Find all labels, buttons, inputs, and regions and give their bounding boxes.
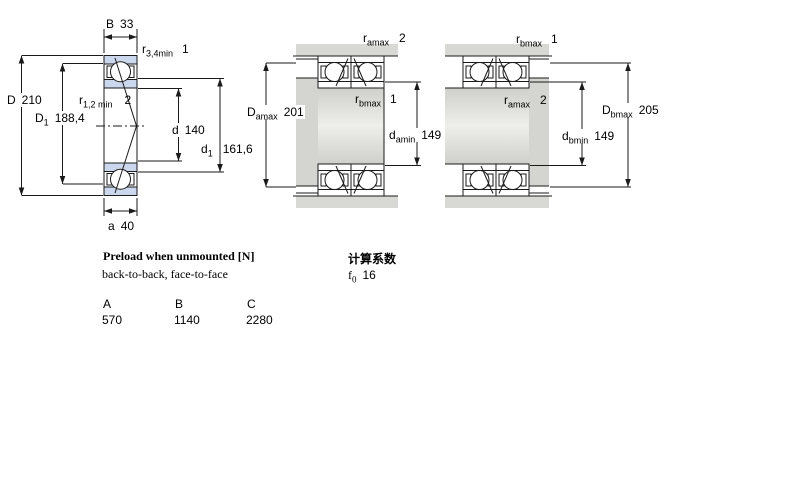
- preload-title: Preload when unmounted [N]: [103, 249, 255, 263]
- bearing-top-section: [103, 55, 138, 89]
- figure-arrangement-a: [263, 44, 421, 208]
- bearing-bottom-section: [103, 162, 138, 196]
- bearing-a-top-left: [317, 55, 352, 89]
- housing-top: [296, 44, 398, 56]
- contact-line-top: [114, 57, 137, 127]
- preload-col-C: C: [247, 297, 256, 311]
- shaft-body: [318, 88, 384, 164]
- contact-lines-a: [335, 58, 367, 194]
- housing-bottom: [296, 196, 398, 208]
- shaft-shoulder-left: [296, 78, 318, 186]
- dim-D: [21, 55, 103, 196]
- dim-Damax: [265, 62, 296, 188]
- housing-top-b: [445, 44, 549, 56]
- bearing-b-bottom-right: [495, 163, 530, 197]
- contact-line-bottom: [114, 125, 137, 194]
- bearing-a-bottom-left: [317, 163, 352, 197]
- dim-Dbmax: [550, 62, 631, 188]
- preload-val-A: 570: [102, 313, 123, 327]
- dim-damin: [385, 81, 421, 166]
- bearing-a-bottom-right: [350, 163, 385, 197]
- calculation-factors-title: 计算系数: [348, 252, 397, 266]
- figure-bearing-section: [18, 29, 224, 216]
- dim-d1: [138, 78, 224, 173]
- preload-val-C: 2280: [246, 313, 273, 327]
- dim-d-arrows: [175, 88, 182, 161]
- dim-B: [103, 29, 138, 53]
- dim-a: [103, 198, 138, 216]
- shaft-shoulder-right: [529, 78, 549, 186]
- figure-arrangement-b: [445, 44, 631, 208]
- bearing-b-top-right: [495, 55, 530, 89]
- contact-lines-b: [480, 58, 512, 194]
- preload-col-A: A: [103, 297, 112, 311]
- shaft-body-b: [445, 88, 529, 164]
- housing-bottom-b: [445, 196, 549, 208]
- dim-a-arrows: [104, 208, 137, 214]
- bearing-b-bottom-left: [462, 163, 497, 197]
- dim-dbmin: [530, 81, 586, 166]
- bearing-a-top-right: [350, 55, 385, 89]
- dim-B-arrows: [104, 34, 137, 40]
- preload-subtitle: back-to-back, face-to-face: [102, 267, 228, 281]
- preload-col-B: B: [175, 297, 184, 311]
- bearing-b-top-left: [462, 55, 497, 89]
- preload-val-B: 1140: [174, 313, 200, 327]
